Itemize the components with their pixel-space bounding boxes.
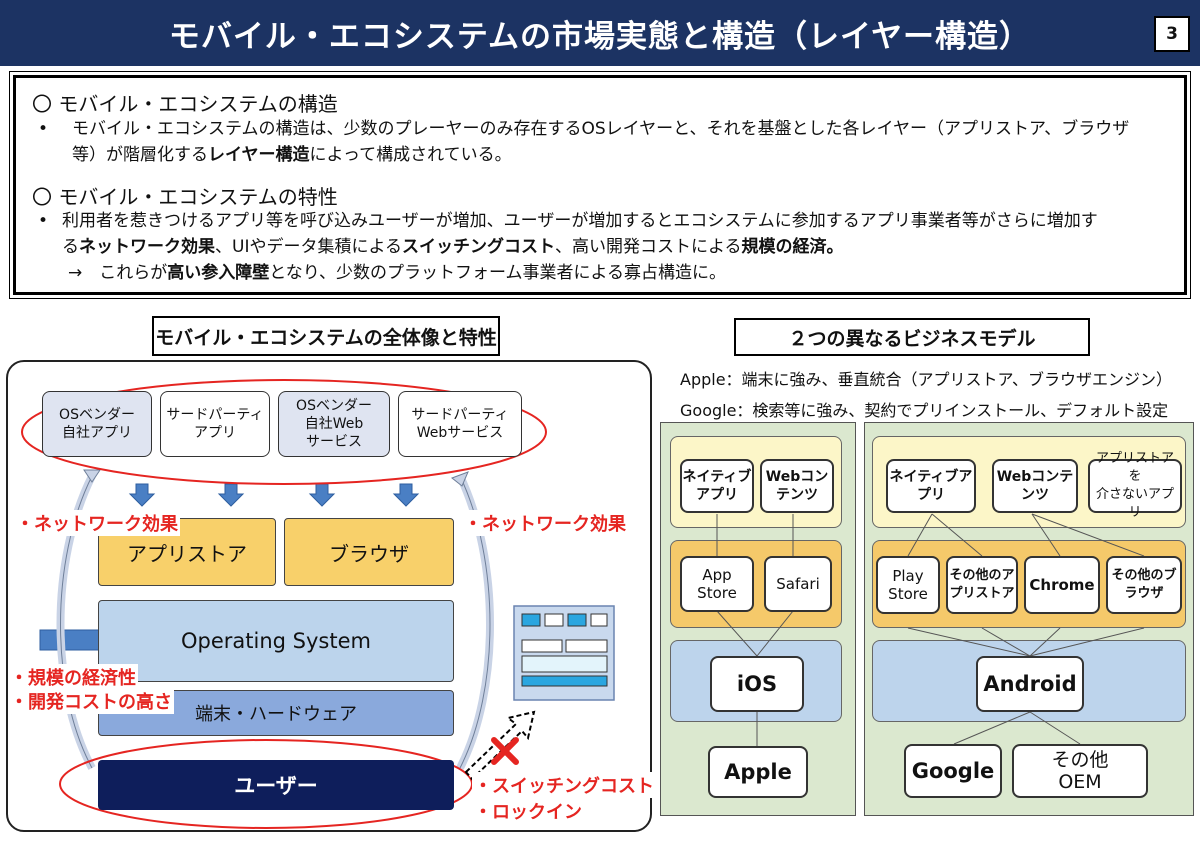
lock-in-label: ・ロックイン — [472, 798, 584, 824]
network-effect-label-right: ・ネットワーク効果 — [462, 510, 628, 536]
down-arrow-icon — [217, 483, 245, 507]
apple-connectors — [716, 514, 794, 746]
os-layer: Operating System — [98, 600, 454, 682]
dev-cost-label: ・開発コストの高さ — [8, 688, 174, 714]
app-store-box: App Store — [680, 556, 754, 612]
safari-box: Safari — [764, 556, 832, 612]
section2-line1: 利用者を惹きつけるアプリ等を呼び込みユーザーが増加、ユーザーが増加するとエコシス… — [62, 211, 1098, 231]
apps-highlight-ellipse — [21, 379, 547, 485]
os-vendor-web-service-box: OSベンダー 自社Web サービス — [278, 391, 390, 457]
down-arrow-icon — [392, 483, 420, 507]
title-bar — [0, 0, 1200, 66]
play-store-box: Play Store — [876, 556, 940, 614]
google-connectors — [907, 513, 1145, 745]
section1-bullet: • — [38, 119, 49, 139]
page-number: 3 — [1154, 16, 1190, 52]
network-effect-label-left: ・ネットワーク効果 — [14, 510, 180, 536]
section2-bullet: • — [38, 211, 49, 231]
scale-economy-label: ・規模の経済性 — [8, 664, 138, 690]
right-panel-title: ２つの異なるビジネスモデル — [734, 318, 1090, 356]
google-native-app-box: ネイティブア プリ — [886, 459, 976, 513]
ios-box: iOS — [710, 656, 804, 712]
third-party-app-box: サードパーティ アプリ — [160, 391, 270, 457]
third-party-web-service-box: サードパーティ Webサービス — [398, 391, 522, 457]
os-vendor-app-box: OSベンダー 自社アプリ — [42, 391, 152, 457]
other-appstore-box: その他のア プリストア — [946, 556, 1018, 614]
apple-description: Apple：端末に強み、垂直統合（アプリストア、ブラウザエンジン） — [680, 370, 1172, 389]
blocked-x-icon — [491, 737, 519, 765]
browser-layer: ブラウザ — [284, 518, 454, 586]
user-layer: ユーザー — [98, 760, 454, 810]
section2-heading: 〇 モバイル・エコシステムの特性 — [32, 185, 338, 209]
non-store-app-box: アプリストアを 介さないアプリ — [1088, 451, 1182, 520]
apple-vendor-box: Apple — [708, 746, 808, 798]
down-arrow-icon — [308, 483, 336, 507]
chrome-box: Chrome — [1024, 556, 1100, 614]
other-oem-box: その他 OEM — [1012, 744, 1148, 798]
section2-line3: → これらが高い参入障壁となり、少数のプラットフォーム事業者による寡占構造に。 — [68, 263, 727, 283]
google-vendor-box: Google — [904, 744, 1002, 798]
apple-web-content-box: Webコン テンツ — [760, 459, 834, 513]
left-panel-title: モバイル・エコシステムの全体像と特性 — [152, 316, 500, 356]
switching-cost-label: ・スイッチングコスト — [472, 772, 656, 798]
android-box: Android — [976, 656, 1084, 712]
section2-line2: るネットワーク効果、UIやデータ集積によるスイッチングコスト、高い開発コストによ… — [62, 237, 844, 257]
summary-box: 〇 モバイル・エコシステムの構造 • モバイル・エコシステムの構造は、少数のプレ… — [9, 71, 1191, 299]
apple-native-app-box: ネイティブ アプリ — [680, 459, 754, 513]
layer-structure-emphasis: レイヤー構造 — [208, 145, 310, 165]
google-web-content-box: Webコンテ ンツ — [992, 459, 1078, 513]
down-arrow-icon — [128, 483, 156, 507]
page-title: モバイル・エコシステムの市場実態と構造（レイヤー構造） — [168, 18, 1032, 55]
section1-line2: 等）が階層化するレイヤー構造によって構成されている。 — [72, 145, 512, 165]
google-description: Google：検索等に強み、契約でプリインストール、デフォルト設定 — [680, 401, 1169, 420]
other-browser-box: その他のブ ラウザ — [1106, 556, 1182, 614]
section1-line1: モバイル・エコシステムの構造は、少数のプレーヤーのみ存在するOSレイヤーと、それ… — [72, 119, 1130, 139]
section1-heading: 〇 モバイル・エコシステムの構造 — [32, 92, 338, 116]
